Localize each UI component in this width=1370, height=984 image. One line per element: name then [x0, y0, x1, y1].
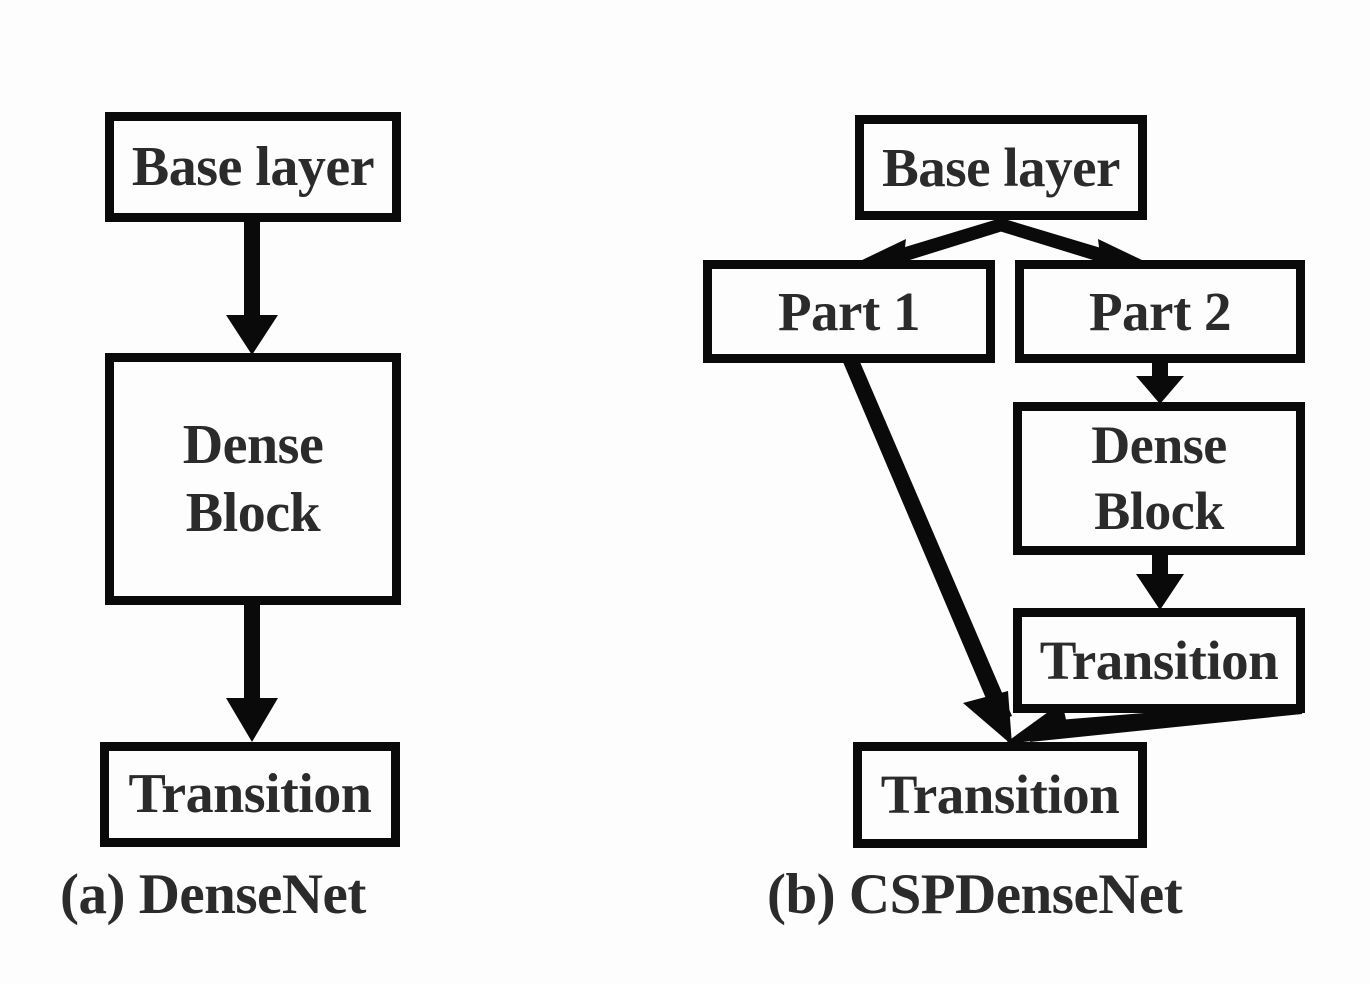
panel-caption-densenet: (a) DenseNet [60, 863, 366, 926]
node-label: Dense Block [183, 411, 324, 548]
node-transition-upper-cspdensenet[interactable]: Transition [1013, 608, 1305, 713]
node-part-1[interactable]: Part 1 [703, 260, 995, 363]
node-transition-lower-cspdensenet[interactable]: Transition [853, 742, 1147, 848]
node-label: Transition [880, 764, 1120, 826]
node-label: Base layer [882, 136, 1120, 198]
edge-b-dense-to-transition-top [1136, 554, 1184, 610]
node-label: Base layer [131, 135, 375, 198]
node-label: Part 2 [1088, 280, 1232, 342]
node-label: Transition [1039, 629, 1279, 691]
edge-a-dense-to-transition [226, 604, 278, 742]
node-label-line1: Dense [1091, 414, 1227, 475]
node-dense-block-densenet[interactable]: Dense Block [105, 353, 401, 605]
node-label: Transition [128, 763, 372, 826]
edge-b-part1-to-transition-bottom [843, 362, 1012, 745]
node-part-2[interactable]: Part 2 [1015, 260, 1305, 363]
node-base-layer-densenet[interactable]: Base layer [105, 112, 401, 222]
node-label-line2: Block [1094, 480, 1224, 541]
edge-b-part2-to-dense [1136, 362, 1184, 404]
node-base-layer-cspdensenet[interactable]: Base layer [855, 115, 1147, 220]
edge-a-base-to-dense [226, 222, 278, 355]
node-dense-block-cspdensenet[interactable]: Dense Block [1013, 402, 1305, 555]
node-transition-densenet[interactable]: Transition [100, 742, 400, 847]
node-label-line2: Block [185, 482, 321, 544]
node-label: Part 1 [777, 280, 921, 342]
panel-caption-cspdensenet: (b) CSPDenseNet [767, 863, 1183, 926]
node-label-line1: Dense [182, 413, 324, 476]
node-label: Dense Block [1091, 413, 1227, 545]
